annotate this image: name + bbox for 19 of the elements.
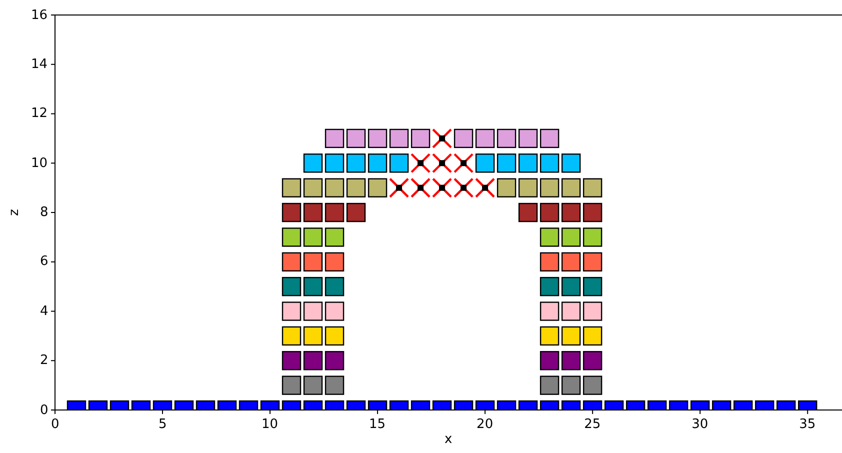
tick-label: 30 — [692, 417, 708, 432]
tick-label: 8 — [40, 205, 48, 220]
tick-label: 15 — [369, 417, 386, 432]
tick-label: 6 — [40, 254, 48, 270]
tick-label: 5 — [158, 417, 167, 432]
axis-title: x — [444, 432, 452, 446]
tick-label: 4 — [40, 304, 48, 319]
tick-label: 14 — [31, 56, 48, 72]
axis-title: z — [6, 209, 22, 216]
tick-label: 12 — [31, 106, 48, 122]
tick-label: 20 — [476, 417, 494, 432]
tick-label: 10 — [262, 417, 278, 432]
tick-label: 10 — [31, 156, 48, 171]
tick-label: 0 — [51, 417, 60, 432]
tick-label: 16 — [31, 8, 48, 22]
tick-label: 35 — [799, 417, 816, 432]
tick-label: 0 — [40, 402, 48, 418]
tick-label: 2 — [40, 353, 48, 368]
tick-label: 25 — [584, 417, 601, 432]
